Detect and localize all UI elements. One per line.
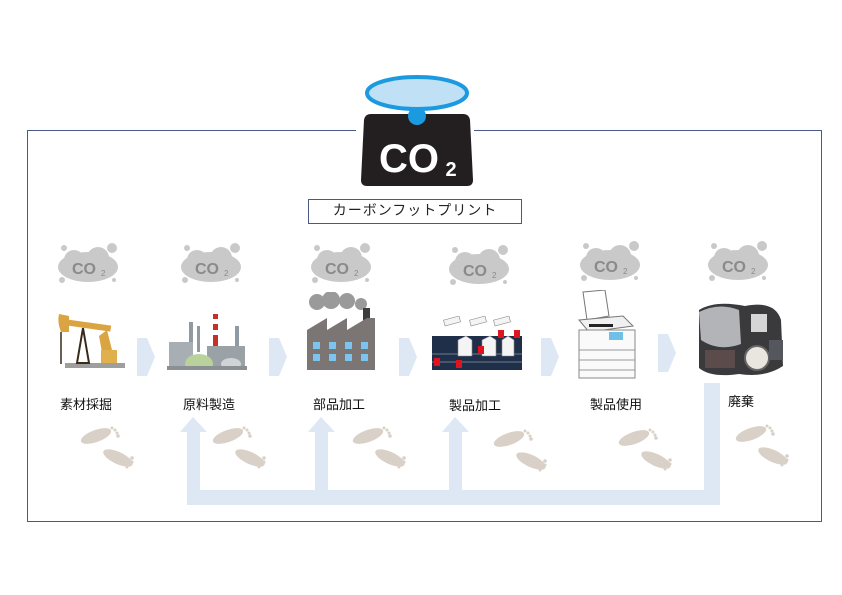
svg-text:2: 2: [101, 269, 106, 278]
factory-icon: [307, 292, 375, 370]
svg-text:2: 2: [751, 267, 756, 276]
svg-text:2: 2: [445, 159, 456, 181]
co2-scale-icon: CO 2: [361, 75, 473, 186]
svg-text:CO: CO: [325, 261, 349, 278]
footprint-icon: [493, 429, 547, 472]
svg-text:CO: CO: [379, 137, 439, 181]
svg-text:2: 2: [623, 267, 628, 276]
chevron-right-icon: [399, 338, 417, 376]
chevron-right-icon: [137, 338, 155, 376]
footprint-icon: [735, 424, 789, 467]
svg-text:CO: CO: [195, 261, 219, 278]
stage-label-raw-material-production: 原料製造: [183, 398, 236, 413]
chevron-right-icon: [658, 334, 676, 372]
stage-label-parts-processing: 部品加工: [313, 398, 366, 413]
diagram-title: カーボンフットプリント: [308, 199, 522, 224]
svg-text:2: 2: [492, 271, 497, 280]
oil-pump-icon: [58, 314, 125, 368]
svg-text:2: 2: [354, 269, 359, 278]
stage-label-product-processing: 製品加工: [449, 399, 502, 414]
industrial-plant-icon: [167, 314, 247, 370]
svg-text:CO: CO: [463, 263, 487, 280]
stage-label-material-extraction: 素材採掘: [60, 398, 113, 413]
stage-label-disposal: 廃棄: [728, 395, 755, 410]
waste-pile-icon: [699, 303, 783, 376]
svg-text:CO: CO: [722, 259, 746, 276]
copier-machine-icon: [578, 290, 636, 379]
robot-assembly-line-icon: [432, 316, 522, 370]
stage-label-product-use: 製品使用: [590, 398, 643, 413]
svg-text:2: 2: [224, 269, 229, 278]
chevron-right-icon: [541, 338, 559, 376]
footprint-icon: [618, 428, 672, 471]
chevron-right-icon: [269, 338, 287, 376]
svg-text:CO: CO: [72, 261, 96, 278]
svg-text:CO: CO: [594, 259, 618, 276]
footprint-icon: [212, 426, 266, 469]
footprint-icon: [352, 426, 406, 469]
footprint-icon: [80, 426, 134, 469]
